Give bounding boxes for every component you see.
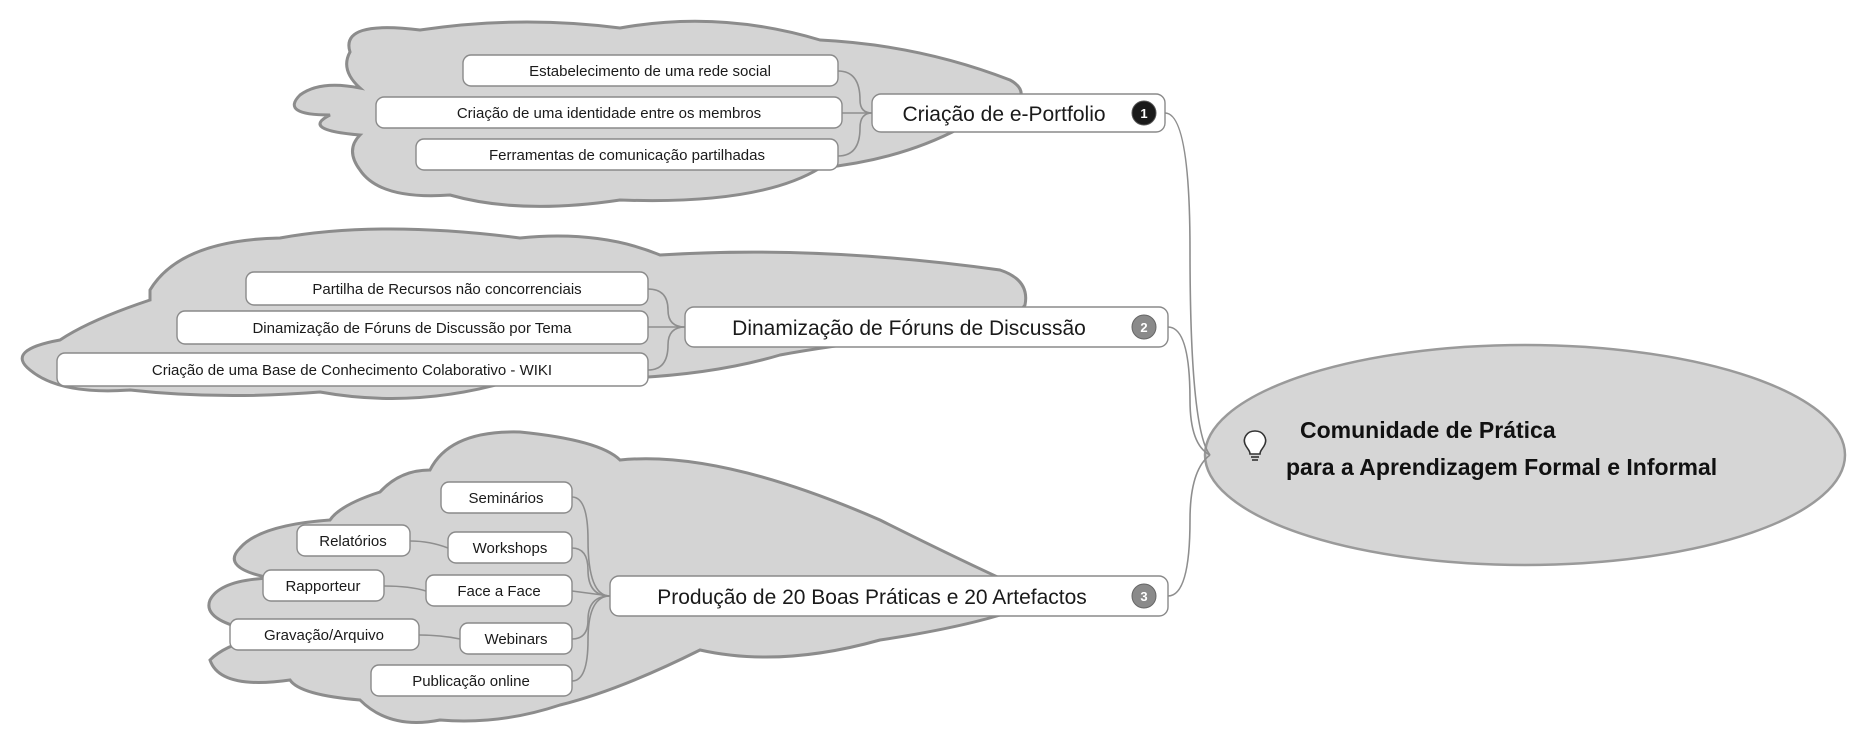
subtopic-label: Publicação online	[412, 673, 530, 690]
subtopic-box[interactable]	[459, 622, 573, 655]
main-topic-box[interactable]	[871, 93, 1166, 133]
subtopic-box[interactable]	[296, 524, 411, 557]
subtopic-label: Rapporteur	[285, 578, 360, 595]
priority-2-icon	[1131, 314, 1157, 340]
subtopic-label: Estabelecimento de uma rede social	[529, 63, 771, 80]
main-topic-label: Dinamização de Fóruns de Discussão	[732, 317, 1086, 340]
connector	[571, 496, 611, 597]
subtopic-box[interactable]	[415, 138, 839, 171]
subtopic-box[interactable]	[370, 664, 573, 697]
connector	[647, 326, 686, 371]
subtopic-label: Partilha de Recursos não concorrenciais	[312, 281, 581, 298]
subtopic-label: Face a Face	[457, 583, 540, 600]
subtopic-label: Ferramentas de comunicação partilhadas	[489, 147, 765, 164]
priority-1-icon	[1131, 100, 1157, 126]
main-topic-box[interactable]	[609, 575, 1169, 617]
connector	[418, 634, 461, 640]
connector	[837, 70, 873, 114]
subtopic-box[interactable]	[440, 481, 573, 514]
connector	[647, 288, 686, 328]
subtopic-label: Workshops	[473, 540, 548, 557]
connector	[1164, 112, 1211, 456]
subtopic-label: Gravação/Arquivo	[264, 627, 384, 644]
subtopic-box[interactable]	[425, 574, 573, 607]
connector	[571, 547, 611, 597]
lightbulb-icon	[1243, 430, 1267, 461]
subtopic-box[interactable]	[462, 54, 839, 87]
priority-3-icon	[1131, 583, 1157, 609]
subtopic-box[interactable]	[447, 531, 573, 564]
connector	[1167, 326, 1211, 456]
priority-label: 1	[1140, 106, 1147, 121]
central-topic-bubble[interactable]	[1203, 343, 1847, 567]
subtopic-label: Webinars	[484, 631, 547, 648]
subtopic-box[interactable]	[245, 271, 649, 306]
priority-label: 2	[1140, 320, 1147, 335]
subtopic-box[interactable]	[176, 310, 649, 345]
subtopic-box[interactable]	[56, 352, 649, 387]
priority-label: 3	[1140, 589, 1147, 604]
connector	[1167, 454, 1211, 597]
connector	[571, 590, 611, 597]
subtopic-box[interactable]	[375, 96, 843, 129]
subtopic-box[interactable]	[229, 618, 420, 651]
connector	[409, 540, 449, 549]
connector	[571, 595, 611, 682]
connector	[571, 595, 611, 640]
main-topic-label: Criação de e-Portfolio	[902, 103, 1105, 126]
central-topic-line-2: para a Aprendizagem Formal e Informal	[1286, 454, 1717, 480]
main-topic-label: Produção de 20 Boas Práticas e 20 Artefa…	[657, 586, 1087, 609]
connector	[383, 585, 427, 592]
subtopic-label: Criação de uma Base de Conhecimento Cola…	[152, 362, 552, 379]
connector	[837, 112, 873, 157]
central-topic-line-1: Comunidade de Prática	[1300, 417, 1556, 443]
subtopic-box[interactable]	[262, 569, 385, 602]
subtopic-label: Criação de uma identidade entre os membr…	[457, 105, 761, 122]
main-topic-box[interactable]	[684, 306, 1169, 348]
subtopic-label: Seminários	[468, 490, 543, 507]
subtopic-label: Relatórios	[319, 533, 387, 550]
subtopic-label: Dinamização de Fóruns de Discussão por T…	[252, 320, 572, 337]
